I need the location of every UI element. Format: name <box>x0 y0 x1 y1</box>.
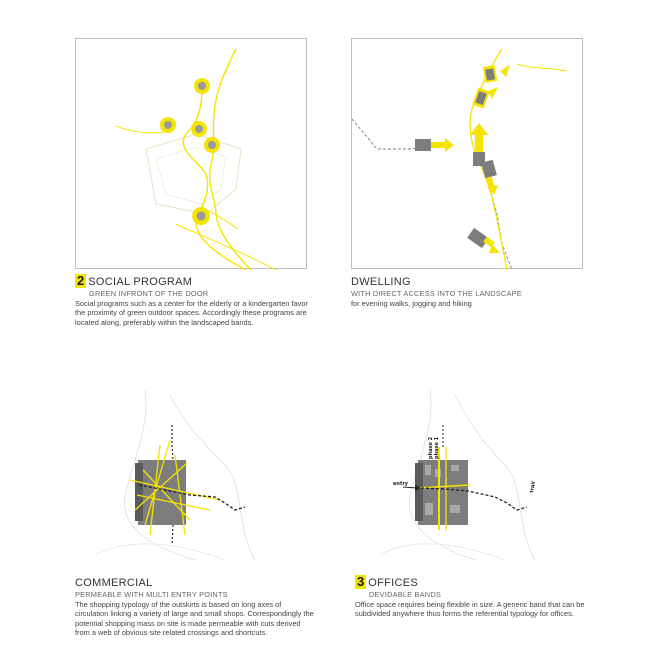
section-title: DWELLING <box>351 276 411 288</box>
dwelling-panel: DWELLING WITH DIRECT ACCESS INTO THE LAN… <box>351 38 586 338</box>
social-program-panel: 2 SOCIAL PROGRAM GREEN INFRONT OF THE DO… <box>75 38 310 338</box>
section-body: for evening walks, jogging and hiking <box>351 299 472 308</box>
section-title: COMMERCIAL <box>75 577 153 589</box>
offices-diagram: entry phase 1 phase 2 trail <box>355 385 595 570</box>
section-number: 2 <box>75 273 87 288</box>
entry-label: entry <box>393 481 409 487</box>
program-marker <box>191 121 207 137</box>
social-program-diagram <box>75 38 307 270</box>
section-body: Office space requires being flexible in … <box>355 600 585 619</box>
dwelling-unit <box>482 65 510 83</box>
section-title: OFFICES <box>368 577 419 589</box>
program-marker <box>160 117 176 133</box>
program-marker <box>194 78 210 94</box>
trail-label: trail <box>529 481 537 494</box>
section-body: The shopping typology of the outskirts i… <box>75 600 314 637</box>
section-subtitle: GREEN INFRONT OF THE DOOR <box>89 289 209 298</box>
commercial-diagram <box>75 385 315 570</box>
social-program-caption: 2 SOCIAL PROGRAM GREEN INFRONT OF THE DO… <box>75 274 315 327</box>
section-subtitle: DEVIDABLE BANDS <box>369 590 442 599</box>
dwelling-unit <box>470 123 488 166</box>
dwelling-unit <box>415 138 454 152</box>
section-title: SOCIAL PROGRAM <box>88 276 193 288</box>
phase2-label: phase 2 <box>428 436 434 459</box>
dwelling-caption: DWELLING WITH DIRECT ACCESS INTO THE LAN… <box>351 274 591 308</box>
section-body: Social programs such as a center for the… <box>75 299 308 327</box>
dwelling-unit <box>467 227 500 253</box>
commercial-caption: COMMERCIAL PERMEABLE WITH MULTI ENTRY PO… <box>75 575 315 637</box>
section-subtitle: WITH DIRECT ACCESS INTO THE LANDSCAPE <box>351 289 522 298</box>
program-marker <box>192 207 210 225</box>
dwelling-unit <box>472 87 498 109</box>
offices-panel: entry phase 1 phase 2 trail 3 OFFICES DE… <box>355 385 595 635</box>
commercial-panel: COMMERCIAL PERMEABLE WITH MULTI ENTRY PO… <box>75 385 315 637</box>
dwelling-unit <box>481 159 498 195</box>
program-marker <box>204 137 220 153</box>
dwelling-diagram <box>351 38 583 270</box>
section-subtitle: PERMEABLE WITH MULTI ENTRY POINTS <box>75 590 228 599</box>
offices-caption: 3 OFFICES DEVIDABLE BANDS Office space r… <box>355 575 595 619</box>
section-number: 3 <box>355 574 367 589</box>
phase1-label: phase 1 <box>434 436 440 459</box>
